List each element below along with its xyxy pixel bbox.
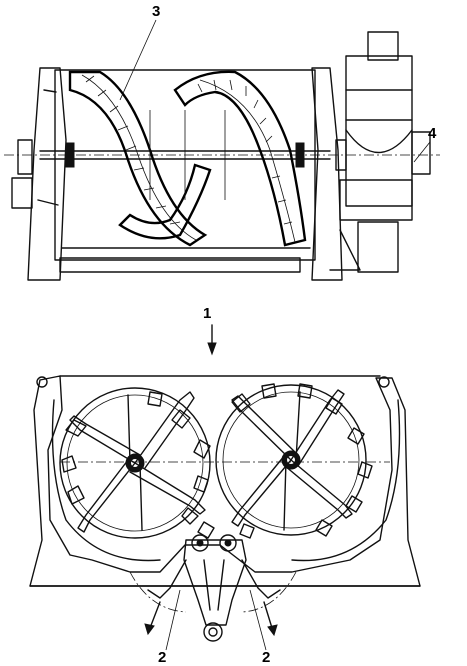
drive-motor (411, 131, 431, 175)
ribbon-segments (85, 75, 293, 225)
ribbon-flight-right (173, 70, 307, 247)
left-end-frame (27, 67, 67, 281)
left-bearing-block (11, 177, 33, 209)
label-2-right-callout: 2 (249, 589, 270, 666)
drive-unit (335, 31, 431, 273)
label-drive: 4 (428, 125, 437, 142)
left-rotor (59, 387, 215, 539)
label-discharge-left: 2 (158, 649, 166, 666)
left-discharge-flap (147, 559, 187, 599)
label-3-callout: 3 (119, 3, 160, 101)
right-end-frame (311, 67, 343, 281)
label-view-direction: 1 (203, 305, 211, 322)
ribbon-flight-left (68, 70, 208, 247)
mixer-housing (29, 375, 421, 587)
label-screw-ribbon: 3 (152, 3, 160, 20)
left-rotor-paddles (61, 391, 215, 539)
label-2-left-callout: 2 (158, 589, 181, 666)
section-view (29, 375, 421, 642)
label-4-callout: 4 (413, 125, 437, 163)
view-direction-arrow: 1 (203, 305, 217, 356)
label-discharge-right: 2 (262, 649, 270, 666)
discharge-mechanism (129, 534, 297, 642)
discharge-arrow-left (144, 601, 161, 636)
right-rotor-paddles (231, 383, 373, 539)
discharge-arrow-right (263, 601, 278, 637)
right-discharge-flap (241, 559, 281, 599)
top-view (4, 31, 440, 281)
trough-body (54, 69, 316, 261)
right-rotor (215, 383, 373, 539)
